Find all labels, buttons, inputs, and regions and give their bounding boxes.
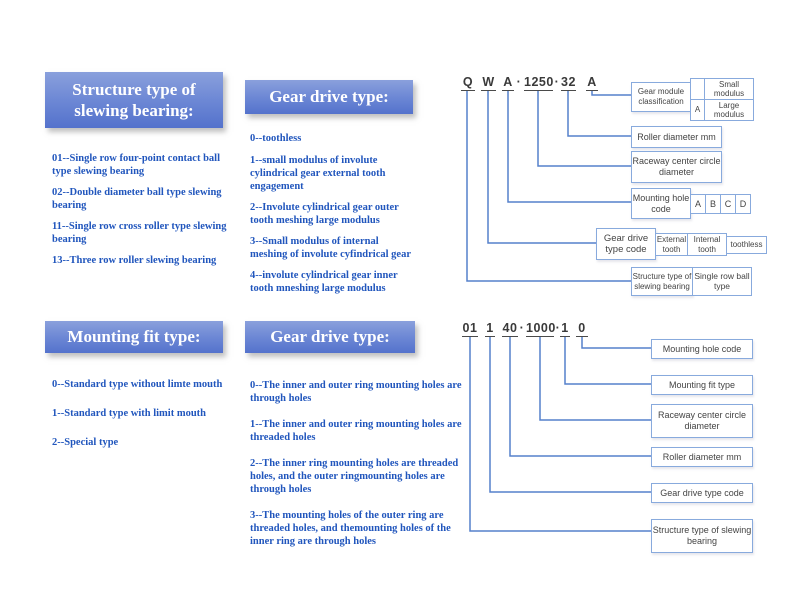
list-item: 2--The inner ring mounting holes are thr… bbox=[250, 458, 459, 496]
code-token: 0 bbox=[576, 321, 588, 337]
structure-type-box: Structure type of slewing bearing bbox=[631, 267, 693, 296]
list-item: 0--toothless bbox=[250, 133, 302, 144]
code-token: 1 bbox=[560, 321, 570, 337]
code-separator: · bbox=[519, 321, 525, 335]
list-item: 1--The inner and outer ring mounting hol… bbox=[250, 419, 462, 444]
code-token: Q bbox=[461, 75, 475, 91]
mounting-hole-code-box: Mounting hole code bbox=[631, 188, 691, 219]
list-item: 1--small modulus of involute cylindrical… bbox=[250, 155, 386, 193]
code-token: 1 bbox=[485, 321, 495, 337]
panel-mounting-fit-header: Mounting fit type: bbox=[45, 321, 223, 353]
hole-code-cell-b: B bbox=[705, 194, 721, 214]
code-token: A bbox=[586, 75, 598, 91]
panel-mounting-fit-list: 0--Standard type without limte mouth 1--… bbox=[52, 378, 247, 449]
external-tooth-cell: External tooth bbox=[655, 233, 688, 256]
code-token: 40 bbox=[502, 321, 518, 337]
panel-structure-type-header: Structure type of slewing bearing: bbox=[45, 72, 223, 128]
mounting-hole-code-box: Mounting hole code bbox=[651, 339, 753, 359]
gear-drive-type-code-box: Gear drive type code bbox=[651, 483, 753, 503]
list-item: 2--Involute cylindrical gear outer tooth… bbox=[250, 202, 399, 227]
panel-gear-drive-top-list: 0--toothless 1--small modulus of involut… bbox=[250, 132, 418, 295]
code-token: 1250 bbox=[524, 75, 554, 91]
mounting-fit-type-box: Mounting fit type bbox=[651, 375, 753, 395]
hole-code-cell-c: C bbox=[720, 194, 736, 214]
code-separator: · bbox=[516, 75, 522, 89]
list-item: 3--Small modulus of internal meshing of … bbox=[250, 236, 411, 261]
single-row-ball-type-cell: Single row ball type bbox=[692, 267, 752, 296]
list-item: 02--Double diameter ball type slewing be… bbox=[52, 187, 222, 212]
gear-module-classification-box: Gear module classification bbox=[631, 82, 691, 112]
list-item: 11--Single row cross roller type slewing… bbox=[52, 221, 227, 246]
code-token: 32 bbox=[561, 75, 576, 91]
panel-gear-drive-top-header: Gear drive type: bbox=[245, 80, 413, 114]
raceway-diameter-box: Raceway center circle diameter bbox=[651, 404, 753, 438]
code-token: A bbox=[502, 75, 514, 91]
list-item: 13--Three row roller slewing bearing bbox=[52, 255, 217, 267]
list-item: 0--Standard type without limte mouth bbox=[52, 379, 223, 390]
large-modulus-cell: Large modulus bbox=[704, 99, 754, 121]
code-token: 1000 bbox=[526, 321, 556, 337]
panel-gear-drive-bottom-header: Gear drive type: bbox=[245, 321, 415, 353]
list-item: 01--Single row four-point contact ball t… bbox=[52, 153, 220, 178]
list-item: 3--The mounting holes of the outer ring … bbox=[250, 510, 451, 548]
toothless-cell: toothless bbox=[726, 236, 767, 254]
gear-drive-type-code-box: Gear drive type code bbox=[596, 228, 656, 260]
module-code-cell bbox=[690, 78, 705, 100]
code-separator: · bbox=[554, 75, 560, 89]
module-code-cell: A bbox=[690, 99, 705, 121]
hole-code-cell-a: A bbox=[690, 194, 706, 214]
list-item: 4--involute cylindrical gear inner tooth… bbox=[250, 270, 398, 295]
small-modulus-cell: Small modulus bbox=[704, 78, 754, 100]
list-item: 0--The inner and outer ring mounting hol… bbox=[250, 380, 462, 405]
roller-diameter-box: Roller diameter mm bbox=[631, 126, 722, 148]
list-item: 1--Standard type with limit mouth bbox=[52, 408, 207, 420]
code-token: 01 bbox=[462, 321, 478, 337]
hole-code-cell-d: D bbox=[735, 194, 751, 214]
internal-tooth-cell: Internal tooth bbox=[687, 233, 727, 256]
code-token: W bbox=[481, 75, 496, 91]
panel-structure-type-list: 01--Single row four-point contact ball t… bbox=[52, 152, 235, 267]
structure-type-box: Structure type of slewing bearing bbox=[651, 519, 753, 553]
list-item: 2--Special type bbox=[52, 437, 119, 449]
panel-gear-drive-bottom-list: 0--The inner and outer ring mounting hol… bbox=[250, 379, 468, 548]
code-separator: · bbox=[555, 321, 561, 335]
roller-diameter-box: Roller diameter mm bbox=[651, 447, 753, 467]
raceway-diameter-box: Raceway center circle diameter bbox=[631, 151, 722, 183]
